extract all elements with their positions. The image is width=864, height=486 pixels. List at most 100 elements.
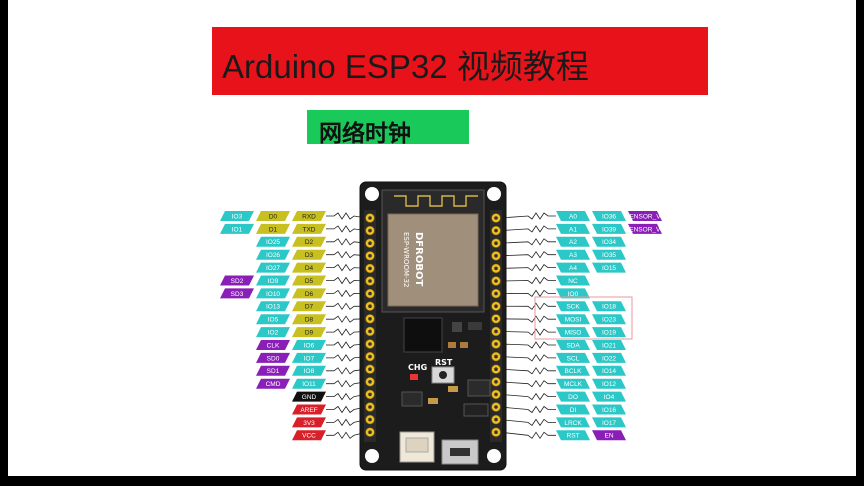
pin-label-text: SD3 xyxy=(231,291,244,298)
header-pin-hole xyxy=(494,367,498,372)
pin-label-io39: IO39 xyxy=(592,223,626,234)
board: DFROBOT ESP-WROOM-32 CHG RST xyxy=(359,181,507,471)
header-pin-hole xyxy=(494,342,498,346)
mount-hole-tr xyxy=(487,187,501,201)
pin-label-bg xyxy=(556,211,590,221)
pin-label-io16: IO16 xyxy=(592,404,626,415)
header-pin-hole xyxy=(368,417,372,422)
pin-label-bg xyxy=(592,365,626,376)
header-pin-hole xyxy=(368,241,372,245)
pin-label-bg xyxy=(292,404,326,415)
pin-label-sd0: SD0 xyxy=(256,352,290,363)
pin-label-text: IO11 xyxy=(302,381,316,388)
pin-label-bg xyxy=(592,314,626,325)
pin-label-mclk: MCLK xyxy=(556,378,590,389)
header-pin-hole xyxy=(368,329,372,334)
leader-line-left xyxy=(326,212,367,220)
pin-label-vcc: VCC xyxy=(292,430,326,441)
pin-label-text: DI xyxy=(570,407,577,414)
pin-label-bg xyxy=(256,262,290,273)
pin-label-bg xyxy=(256,275,290,286)
pin-label-text: A0 xyxy=(569,213,577,220)
pin-label-text: IO27 xyxy=(266,265,280,272)
pin-label-text: IO5 xyxy=(268,317,279,324)
pin-label-mosi: MOSI xyxy=(556,314,590,325)
pin-label-text: CLK xyxy=(267,342,280,349)
header-pin-hole xyxy=(368,405,372,409)
leader-line-left xyxy=(326,392,367,401)
pin-label-text: RXD xyxy=(302,213,316,220)
pin-label-d8: D8 xyxy=(292,314,326,325)
leader-line-right xyxy=(499,341,556,349)
pin-label-d0: D0 xyxy=(256,211,290,221)
pin-label-text: LRCK xyxy=(564,420,582,427)
leader-line-left xyxy=(326,315,367,323)
pin-label-bg xyxy=(592,430,626,441)
mount-hole-bl xyxy=(365,449,379,463)
pin-label-bg xyxy=(256,288,290,299)
header-pin-hole xyxy=(368,228,372,233)
pin-label-io25: IO25 xyxy=(256,236,290,247)
leader-line-left xyxy=(326,367,367,375)
pin-label-bg xyxy=(292,340,326,350)
pin-label-sensor-vp: SENSOR_VP xyxy=(625,211,665,221)
antenna-trace-icon xyxy=(394,195,478,207)
header-pin-hole xyxy=(368,304,372,309)
pin-label-bg xyxy=(220,275,254,286)
header-pin-hole xyxy=(368,367,372,372)
subtitle-banner: 网络时钟 xyxy=(307,110,469,147)
module-shield xyxy=(387,213,479,307)
header-pin-hole xyxy=(494,405,498,409)
pin-label-text: D7 xyxy=(305,304,314,311)
pin-label-bg xyxy=(592,211,626,221)
pin-label-io17: IO17 xyxy=(592,417,626,428)
header-pin-hole xyxy=(494,392,498,397)
header-pin-hole xyxy=(368,380,372,384)
pin-label-bg xyxy=(256,223,290,234)
title-banner: Arduino ESP32 视频教程 xyxy=(212,27,708,95)
pin-label-text: IO39 xyxy=(602,226,616,233)
pin-label-io23: IO23 xyxy=(592,314,626,325)
header-pin-hole xyxy=(494,241,498,245)
regulator-chip xyxy=(467,379,491,397)
pin-label-bg xyxy=(556,352,590,363)
leader-line-right xyxy=(499,315,556,323)
pin-label-text: IO0 xyxy=(568,291,579,298)
pin-label-text: IO19 xyxy=(602,330,616,337)
pin-label-en: EN xyxy=(592,430,626,441)
pin-label-text: MISO xyxy=(565,330,582,337)
pin-label-bg xyxy=(556,314,590,325)
pin-label-bg xyxy=(628,211,662,221)
mount-hole-br xyxy=(487,449,501,463)
pin-label-text: D0 xyxy=(269,213,278,220)
leader-line-left xyxy=(326,238,367,246)
pin-label-sd3: SD3 xyxy=(220,288,254,299)
pin-label-text: 3V3 xyxy=(303,420,315,427)
pin-label-text: IO3 xyxy=(232,213,243,220)
pin-label-bg xyxy=(220,223,254,234)
leader-line-right xyxy=(499,225,556,233)
pin-label-bg xyxy=(256,340,290,350)
header-pin-hole xyxy=(368,216,372,220)
pin-label-io27: IO27 xyxy=(256,262,290,273)
pin-label-bg xyxy=(292,262,326,273)
right-pin-header xyxy=(490,210,502,442)
pin-label-miso: MISO xyxy=(556,327,590,338)
header-pin-hole xyxy=(368,266,372,271)
pin-label-text: D3 xyxy=(305,252,314,259)
pin-leader-lines xyxy=(326,212,556,440)
reset-button-cap[interactable] xyxy=(439,371,447,379)
pin-label-bg xyxy=(292,365,326,376)
pin-label-text: DO xyxy=(568,394,578,401)
pin-label-bg xyxy=(292,211,326,221)
charger-chip xyxy=(401,391,423,407)
leader-line-left xyxy=(326,379,367,388)
chg-label: CHG xyxy=(408,363,427,372)
pin-label-text: IO23 xyxy=(602,317,616,324)
leader-line-left xyxy=(326,431,367,440)
pin-label-text: SENSOR_VN xyxy=(625,226,665,233)
pin-label-text: SDA xyxy=(566,342,580,349)
header-pin-hole xyxy=(494,329,498,334)
